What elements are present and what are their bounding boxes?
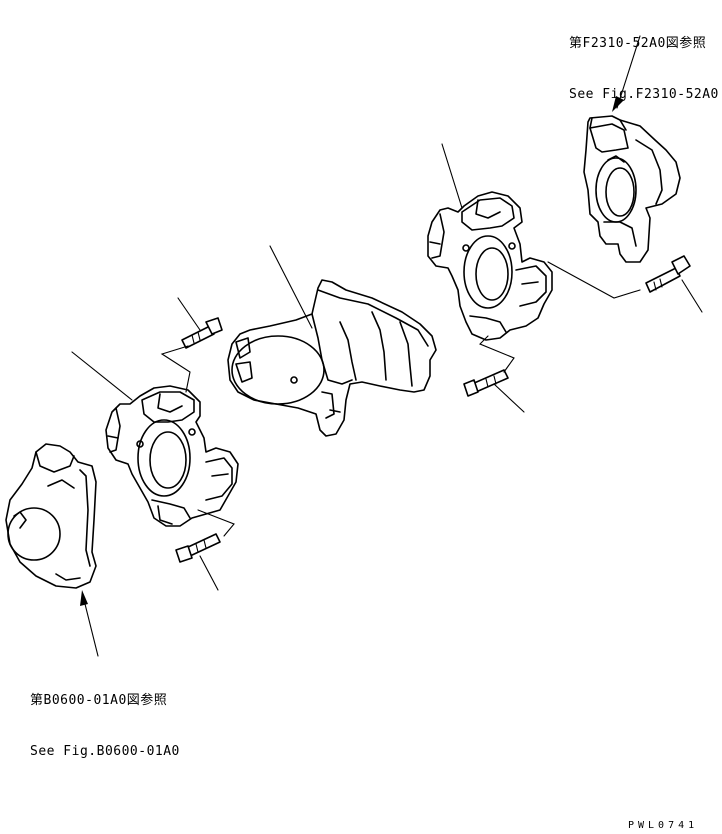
- reference-bottom-left-en: See Fig.B0600-01A0: [30, 744, 180, 759]
- reference-top-right-en: See Fig.F2310-52A0: [569, 87, 719, 102]
- bolt-path-mid-right: [479, 335, 515, 373]
- leader-line-lower-flange: [71, 351, 133, 401]
- reference-bottom-left[interactable]: 第B0600-01A0図参照 See Fig.B0600-01A0: [30, 658, 180, 794]
- bolt-path-upper-right: [547, 261, 641, 299]
- upper-left-bolt: [177, 297, 223, 349]
- leader-bottom-left: [80, 590, 99, 657]
- rear-housing: [583, 115, 681, 263]
- bolt-path-lower-left: [197, 509, 235, 537]
- center-tube: [227, 279, 437, 437]
- front-housing: [5, 443, 97, 589]
- bolt-path-upper-left: [160, 345, 191, 393]
- lower-coupling-flange: [105, 385, 239, 527]
- reference-bottom-left-jp: 第B0600-01A0図参照: [30, 693, 168, 708]
- lower-left-bolt: [175, 533, 221, 591]
- upper-coupling-flange: [427, 191, 553, 341]
- leader-line-upper-flange: [441, 143, 463, 209]
- upper-right-bolt: [645, 255, 703, 313]
- leader-top-right: [612, 35, 641, 112]
- mid-right-bolt: [463, 369, 525, 413]
- leader-line-center-tube: [269, 245, 313, 329]
- drawing-code: PWL0741: [628, 820, 699, 831]
